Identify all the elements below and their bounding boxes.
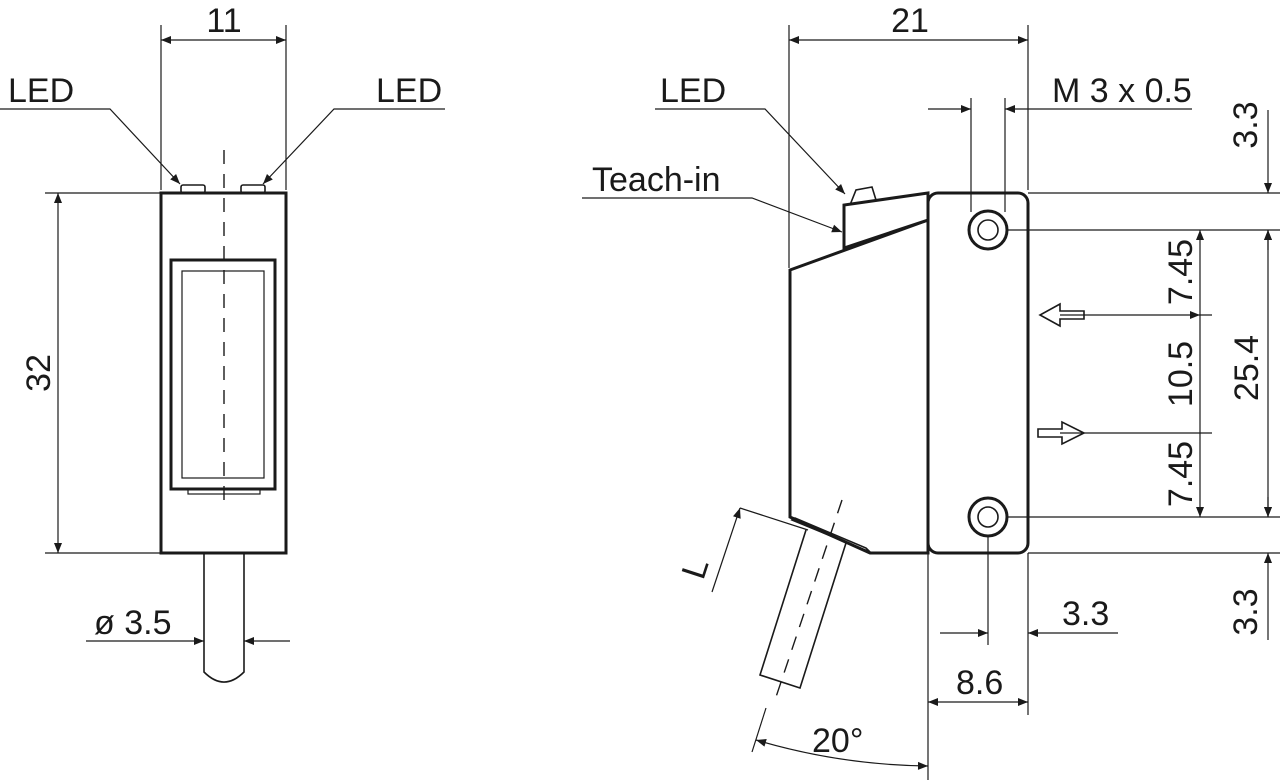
width-dimension-label: 11	[206, 2, 241, 40]
teach-in-leader	[582, 197, 843, 233]
cable-angle-label: 20°	[812, 722, 863, 760]
front-cable	[203, 553, 245, 683]
top-offset-label: 3.3	[1227, 101, 1265, 148]
side-cable	[758, 529, 847, 690]
hole-spacing-label: 25.4	[1228, 335, 1266, 401]
mounting-flange	[926, 191, 1030, 555]
cable-length-line	[711, 507, 741, 593]
cable-diameter-label: ø 3.5	[94, 604, 171, 642]
cable-angle-arc	[755, 739, 929, 770]
side-led-label: LED	[660, 72, 726, 110]
front-window-inner	[181, 270, 265, 479]
led-right-marker	[240, 184, 266, 194]
mounting-hole-bottom-inner	[977, 506, 999, 528]
cable-gland	[790, 517, 871, 553]
led-left-leader	[0, 108, 181, 185]
led-right-label: LED	[376, 72, 442, 110]
bottom-offset-label: 3.3	[1227, 588, 1265, 635]
hole-inset-label: 3.3	[1062, 595, 1109, 633]
thread-label: M 3 x 0.5	[1052, 72, 1192, 110]
side-cable-axis	[774, 499, 843, 701]
teach-in-button	[849, 186, 877, 206]
mounting-hole-top-inner	[977, 219, 999, 241]
led-left-marker	[180, 184, 206, 194]
teach-in-step	[842, 191, 930, 251]
side-led-leader	[655, 108, 846, 195]
flange-depth-label: 8.6	[956, 664, 1003, 702]
led-left-label: LED	[8, 72, 74, 110]
cable-length-label: L	[675, 554, 717, 584]
emitter-arrow-icon	[1037, 420, 1086, 446]
length-dimension-label: 21	[891, 2, 929, 40]
side-front-body	[788, 217, 930, 555]
upper-pitch-label: 7.45	[1162, 239, 1200, 305]
lower-pitch-label: 7.45	[1162, 441, 1200, 507]
optical-pitch-label: 10.5	[1162, 341, 1200, 407]
mounting-hole-top-outer	[967, 209, 1009, 251]
receiver-arrow-icon	[1038, 302, 1085, 328]
front-view: 11 32 ø 3.5 LED LED	[0, 2, 445, 683]
led-right-leader	[262, 108, 445, 185]
side-view: 21 M 3 x 0.5 LED Teach-in 3.3 7.45 10.5 …	[582, 2, 1280, 780]
teach-in-label: Teach-in	[592, 161, 721, 199]
height-dimension-label: 32	[20, 354, 58, 392]
